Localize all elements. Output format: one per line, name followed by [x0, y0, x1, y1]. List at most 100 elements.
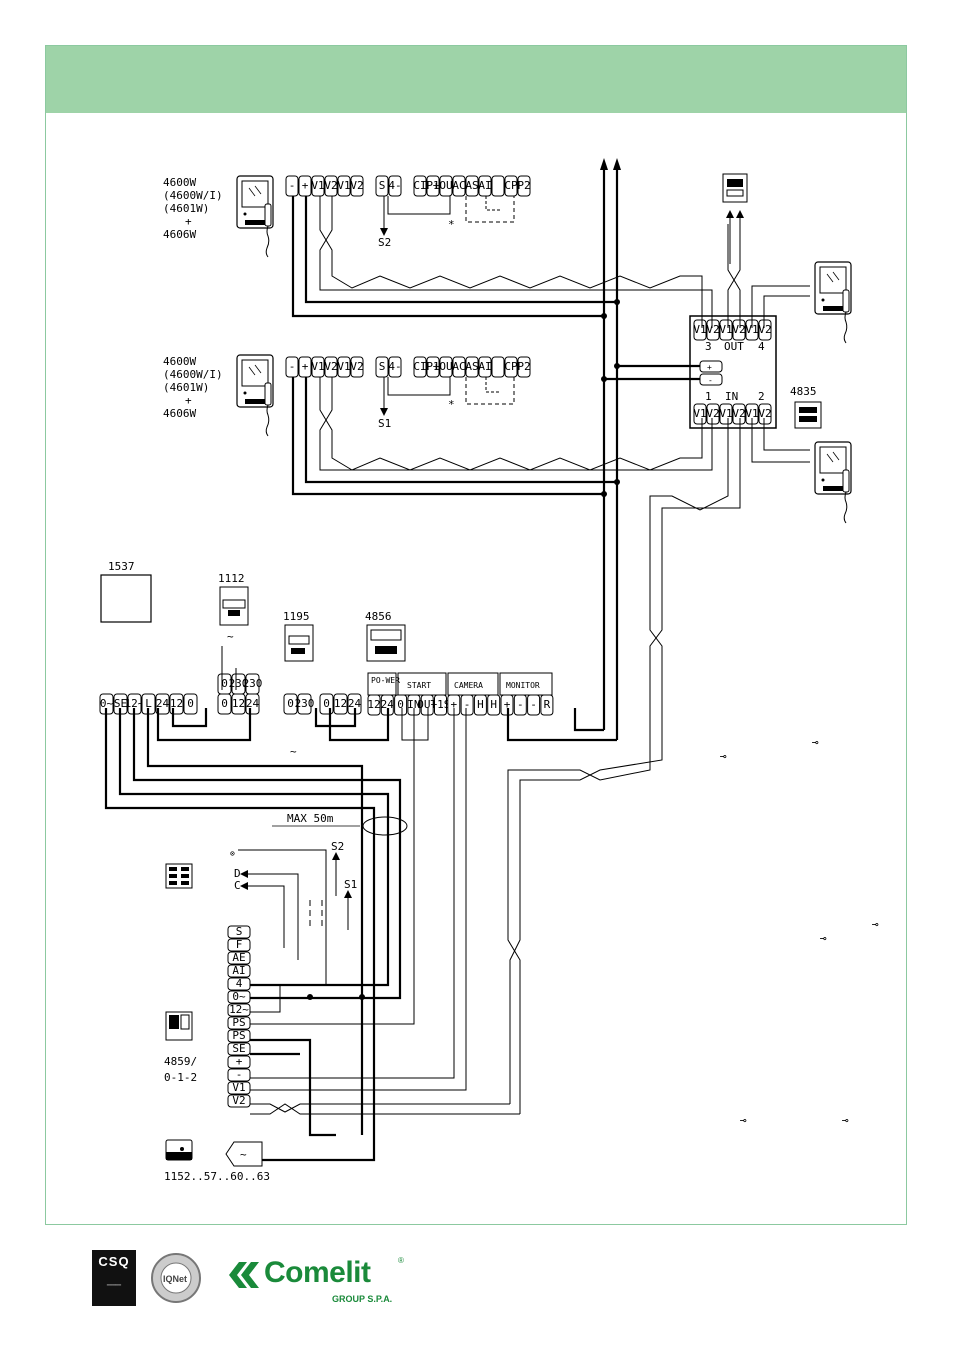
- svg-text:⊸: ⊸: [720, 750, 727, 763]
- page-frame: [45, 45, 907, 1225]
- video-wires: [221, 196, 810, 1115]
- panel-term-0: S: [227, 925, 251, 939]
- terminal-mid-8: CI: [413, 356, 427, 378]
- pu-term-5: +1S: [431, 694, 451, 716]
- svg-text:0: 0: [287, 697, 294, 710]
- terminal-top-16: P2: [517, 175, 531, 197]
- monitor-top: [236, 175, 274, 258]
- terminal-top-6: S: [375, 175, 389, 197]
- label-1537: 1537: [108, 560, 135, 573]
- registered-mark: ®: [398, 1256, 404, 1265]
- pu-term-8: H: [473, 694, 487, 716]
- terminal-mid-11: AC: [452, 356, 466, 378]
- svg-text:⊸: ⊸: [872, 918, 879, 931]
- section-camera: CAMERA: [454, 681, 483, 690]
- selector-in-term-2: V1: [719, 403, 733, 425]
- keypad-module-icon: [165, 863, 193, 889]
- monitor-right-top: [814, 261, 852, 344]
- svg-text:V2: V2: [758, 323, 771, 336]
- svg-text:+1S: +1S: [431, 698, 451, 711]
- svg-text:230: 230: [229, 677, 249, 690]
- svg-text:SE: SE: [232, 1042, 245, 1055]
- svg-text:-: -: [530, 698, 537, 711]
- terminal-mid-4: V1: [337, 356, 351, 378]
- panel-term-12: V1: [227, 1081, 251, 1095]
- header-band: [45, 45, 907, 113]
- pu-term-3: IN: [407, 694, 421, 716]
- c-callout: C: [234, 879, 241, 892]
- svg-text:+: +: [707, 363, 712, 372]
- terminal-mid-9: P1: [426, 356, 440, 378]
- svg-text:0: 0: [187, 697, 194, 710]
- s1-callout: S1: [378, 417, 391, 430]
- device-1112: [219, 586, 249, 626]
- asterisk-top: *: [448, 218, 455, 231]
- lock-1152-icon: [165, 1139, 193, 1161]
- svg-text:V2: V2: [732, 323, 745, 336]
- svg-text:V2: V2: [758, 407, 771, 420]
- svg-text:P1: P1: [426, 179, 439, 192]
- selector-out-3: 3: [705, 340, 712, 353]
- selector-in-1: 1: [705, 390, 712, 403]
- selector-in-term-3: V2: [732, 403, 746, 425]
- svg-text:⊗: ⊗: [230, 849, 235, 858]
- svg-text:V1: V1: [693, 407, 706, 420]
- selector-out-term-4: V1: [745, 319, 759, 341]
- svg-text:AC: AC: [452, 360, 465, 373]
- svg-text:0: 0: [221, 677, 228, 690]
- terminal-mid-15: CP: [504, 356, 518, 378]
- svg-text:S: S: [379, 179, 386, 192]
- svg-text:CI: CI: [413, 179, 426, 192]
- terminal-top-8: CI: [413, 175, 427, 197]
- selector-out-term-3: V2: [732, 319, 746, 341]
- terminal-top-14: [491, 175, 505, 197]
- svg-text:230: 230: [295, 697, 315, 710]
- camera-unit-4859-icon: [165, 1011, 193, 1041]
- svg-text:V2: V2: [324, 179, 337, 192]
- svg-text:IN: IN: [407, 698, 420, 711]
- label-4859: 4859/ 0-1-2: [164, 1055, 204, 1084]
- svg-text:12: 12: [334, 697, 347, 710]
- selector-out-4: 4: [758, 340, 765, 353]
- label-4835: 4835: [790, 385, 817, 398]
- svg-text:AC: AC: [452, 179, 465, 192]
- svg-text:OUT: OUT: [417, 698, 437, 711]
- terminal-top-7: 4-: [388, 175, 402, 197]
- monitor-middle-label: 4600W (4600W/I) (4601W) + 4606W: [163, 355, 229, 420]
- terminal-top-13: AI: [478, 175, 492, 197]
- svg-text:+: +: [302, 179, 309, 192]
- svg-text:12: 12: [232, 697, 245, 710]
- panel-term-8: PS: [227, 1029, 251, 1043]
- svg-text:AI: AI: [232, 964, 245, 977]
- terminal-mid-5: V2: [350, 356, 364, 378]
- camera-module-icon: [722, 173, 748, 203]
- pu-term-11: -: [513, 694, 527, 716]
- footer-logos: CSQ ═════ IQNet Comelit ® GROUP S.P.A.: [92, 1250, 512, 1310]
- svg-text:V2: V2: [706, 323, 719, 336]
- terminal-top-15: CP: [504, 175, 518, 197]
- svg-text:V1: V1: [337, 179, 350, 192]
- panel-term-10: +: [227, 1055, 251, 1069]
- s2-callout: S2: [378, 236, 391, 249]
- monitor-right-bottom: [814, 441, 852, 524]
- comelit-mark-icon: [229, 1262, 259, 1288]
- svg-text:V1: V1: [719, 323, 732, 336]
- svg-text:+: +: [450, 698, 457, 711]
- svg-text:AI: AI: [478, 360, 491, 373]
- panel-term-1: F: [227, 938, 251, 952]
- device-1537: [100, 574, 152, 623]
- svg-text:IQNet: IQNet: [163, 1274, 187, 1284]
- pu-term-4: OUT: [417, 694, 438, 716]
- svg-text:AS: AS: [465, 179, 478, 192]
- svg-text:-: -: [289, 179, 296, 192]
- svg-text:V1: V1: [311, 360, 324, 373]
- terminal-top-9: P1: [426, 175, 440, 197]
- svg-text:CP: CP: [504, 179, 518, 192]
- section-start: START: [407, 681, 431, 690]
- selector-in-term-5: V2: [758, 403, 772, 425]
- svg-text:-: -: [289, 360, 296, 373]
- terminal-mid-1: +: [298, 356, 312, 378]
- selector-out-term-1: V2: [706, 319, 720, 341]
